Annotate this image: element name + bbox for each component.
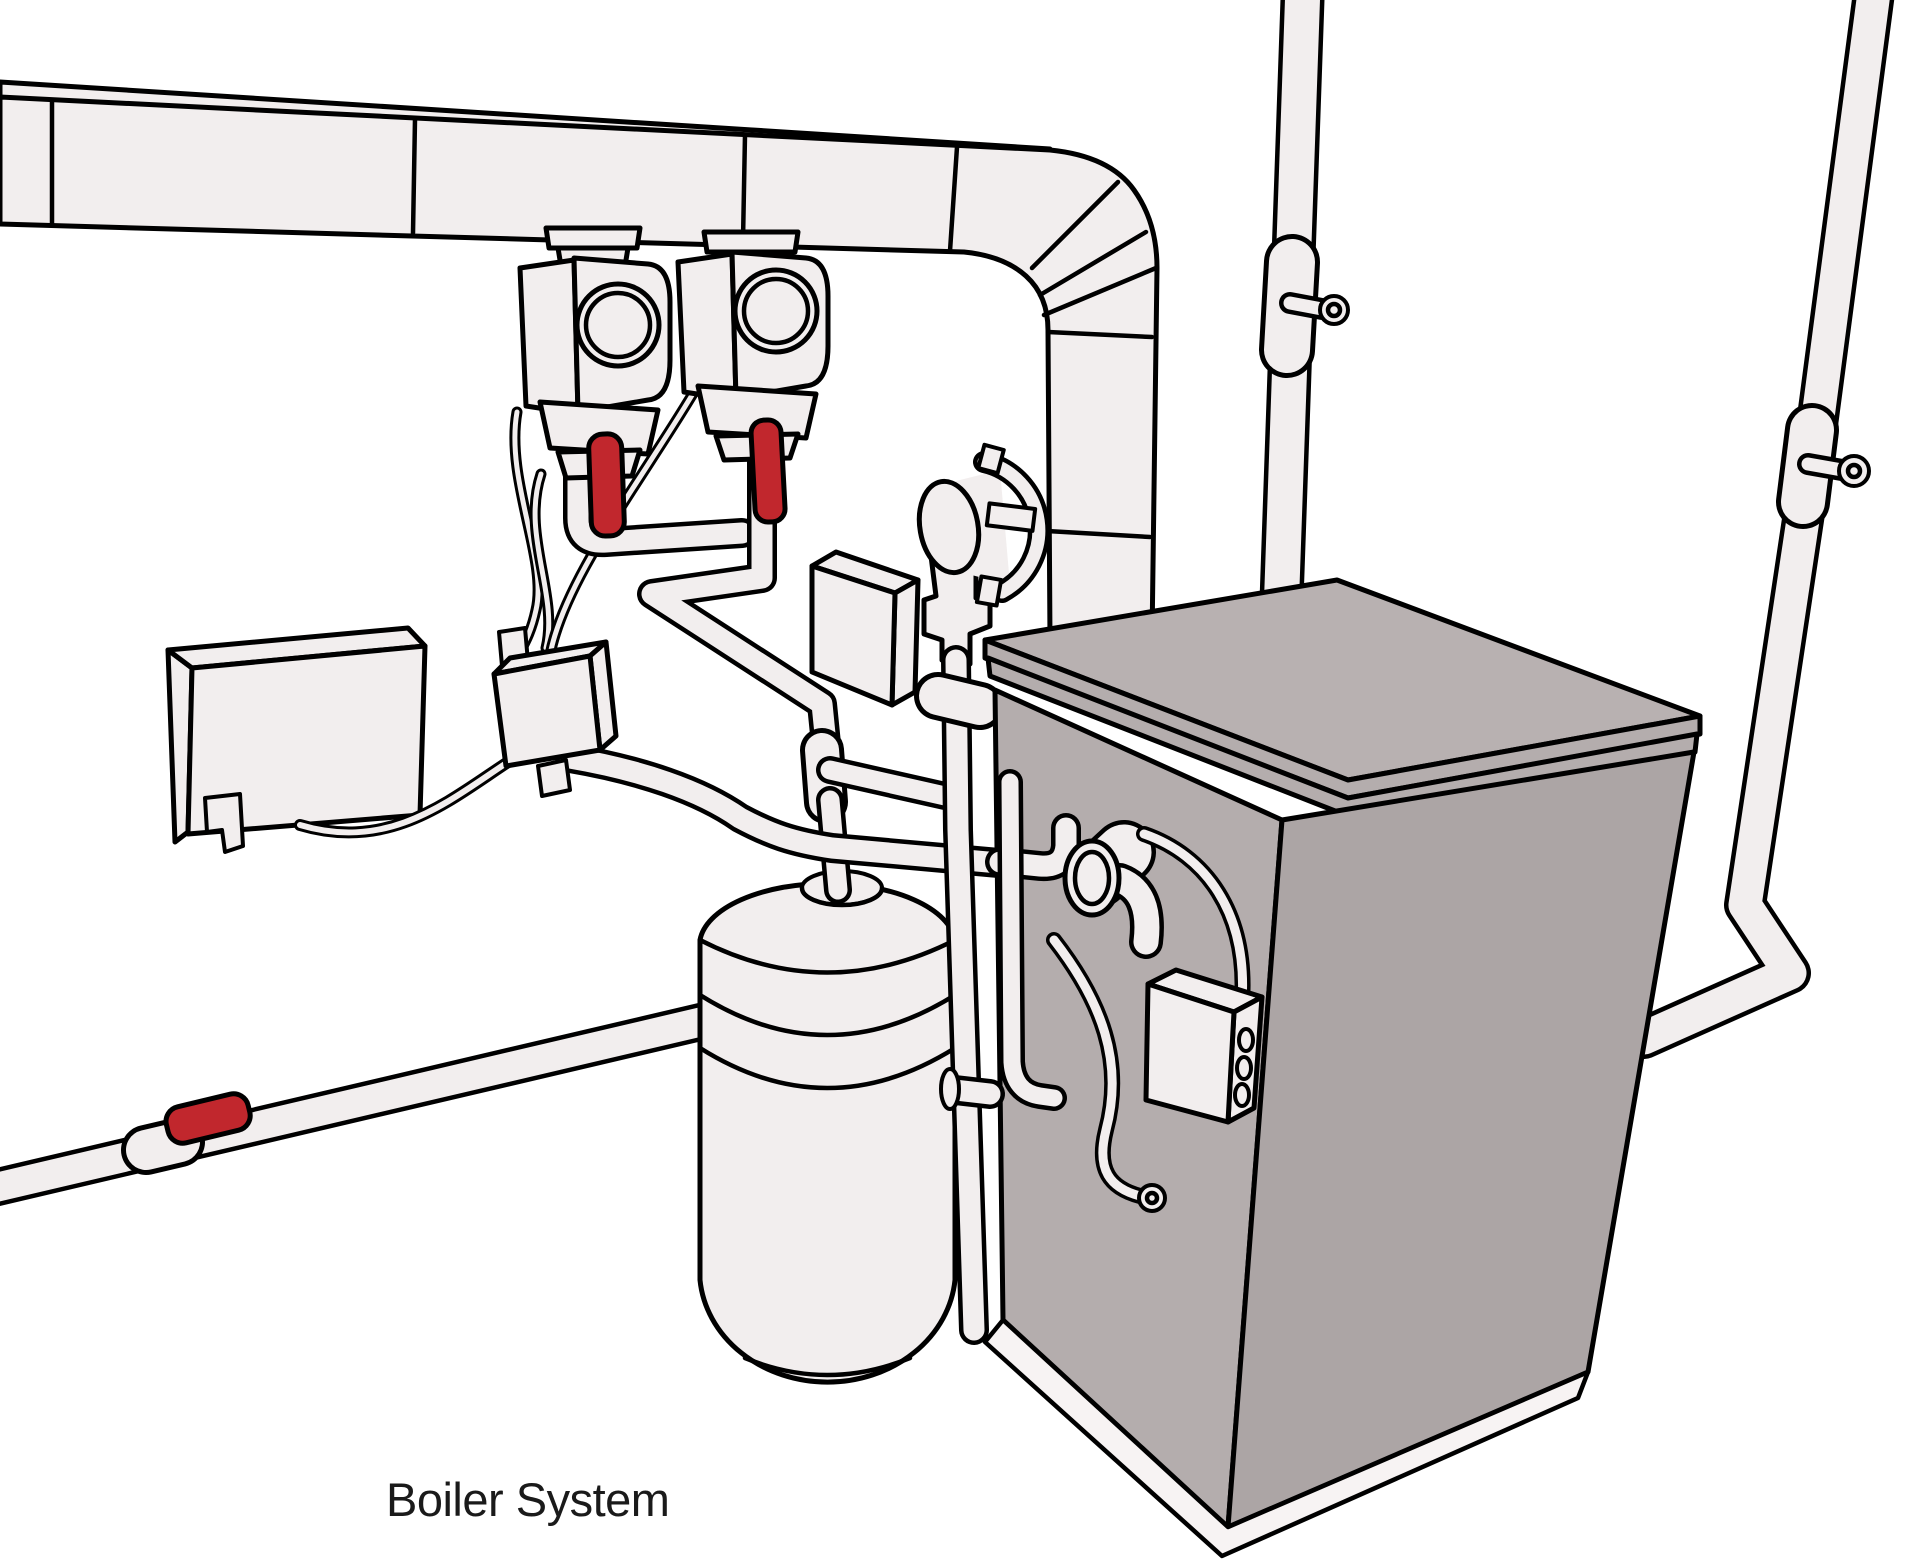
- boiler-piping: [939, 769, 1251, 1213]
- spigot-flange: [1837, 454, 1871, 488]
- valve-actuator: [732, 267, 820, 355]
- zone-valve-1: [517, 225, 673, 539]
- diagram-title: Boiler System: [386, 1473, 669, 1526]
- duct-seam: [947, 144, 960, 254]
- duct-elbow-seam: [1029, 179, 1121, 271]
- duct-body: [0, 94, 1160, 643]
- check-valve-stub: [536, 758, 572, 798]
- circulator-pump: [1062, 820, 1164, 959]
- wall-pipe-right: [1623, 0, 1895, 1059]
- tank-bottom-rim: [742, 1355, 913, 1378]
- duct-seam: [1045, 329, 1155, 340]
- mounting-plate: [809, 549, 921, 708]
- floor-pipe-valve-handle: [163, 1091, 253, 1146]
- valve-body-side: [517, 257, 581, 417]
- regulator-handle-bar: [984, 501, 1038, 533]
- spigot-opening: [1325, 301, 1343, 319]
- zone-valve-2-handle: [748, 417, 788, 525]
- control-box-bracket: [203, 792, 245, 854]
- wall-control-box: [165, 625, 514, 854]
- plate-front: [809, 563, 898, 708]
- valve-flange: [537, 399, 661, 457]
- control-front: [1143, 981, 1237, 1125]
- regulator-dial: [916, 478, 982, 576]
- drain-opening: [939, 1067, 961, 1111]
- regulator-tab: [974, 574, 1004, 608]
- capillary-bulb-opening: [1144, 1190, 1160, 1206]
- valve-actuator: [574, 281, 662, 369]
- valve-collar: [543, 225, 643, 251]
- control-knockout: [1235, 1055, 1253, 1081]
- tank-hole-front-rim: [799, 885, 885, 908]
- duct-seam: [1044, 528, 1153, 540]
- gas-regulator: [914, 442, 1050, 1345]
- tank-top-rim: [697, 937, 958, 975]
- supply-piping: [555, 437, 1025, 908]
- spigot-flange: [1318, 294, 1350, 326]
- wall-pipe-left-spigot: [1259, 234, 1350, 378]
- duct-seam: [740, 132, 748, 243]
- check-valve-front: [491, 653, 603, 769]
- valve-actuator-ring: [741, 276, 811, 346]
- duct-elbow-seam: [1037, 229, 1149, 298]
- tank-seam: [697, 992, 958, 1038]
- valve-collar: [701, 229, 801, 255]
- control-knockout: [1237, 1027, 1255, 1053]
- boiler-front-right-panel: [1225, 749, 1697, 1530]
- floor-pipe: [0, 989, 779, 1206]
- valve-flange: [695, 383, 819, 441]
- wall-pipe-right-spigot: [1776, 403, 1871, 529]
- drain-valve: [939, 1067, 1005, 1111]
- boiler-lid-edge: [982, 637, 1703, 801]
- boiler-base: [982, 1317, 1591, 1559]
- expansion-tank: [697, 869, 958, 1385]
- valve-body-side: [675, 251, 739, 403]
- tank-seam: [697, 1045, 958, 1091]
- zone-valve-1-handle: [586, 431, 627, 539]
- supply-duct: [0, 79, 1160, 643]
- valve-actuator-ring: [583, 290, 653, 360]
- regulator-tab: [976, 442, 1006, 476]
- control-knockout: [1233, 1082, 1251, 1108]
- wall-pipe-left: [1259, 0, 1350, 637]
- boiler-unit: [982, 577, 1703, 1559]
- duct-seam: [410, 116, 418, 236]
- spigot-opening: [1845, 462, 1863, 480]
- capillary-bulb: [1137, 1183, 1167, 1213]
- zone-valve-2: [675, 229, 831, 525]
- duct-elbow-seam: [1041, 265, 1159, 318]
- check-valve-box: [491, 626, 619, 798]
- boiler-control-box: [1143, 967, 1265, 1125]
- pump-flange-ring: [1072, 849, 1112, 907]
